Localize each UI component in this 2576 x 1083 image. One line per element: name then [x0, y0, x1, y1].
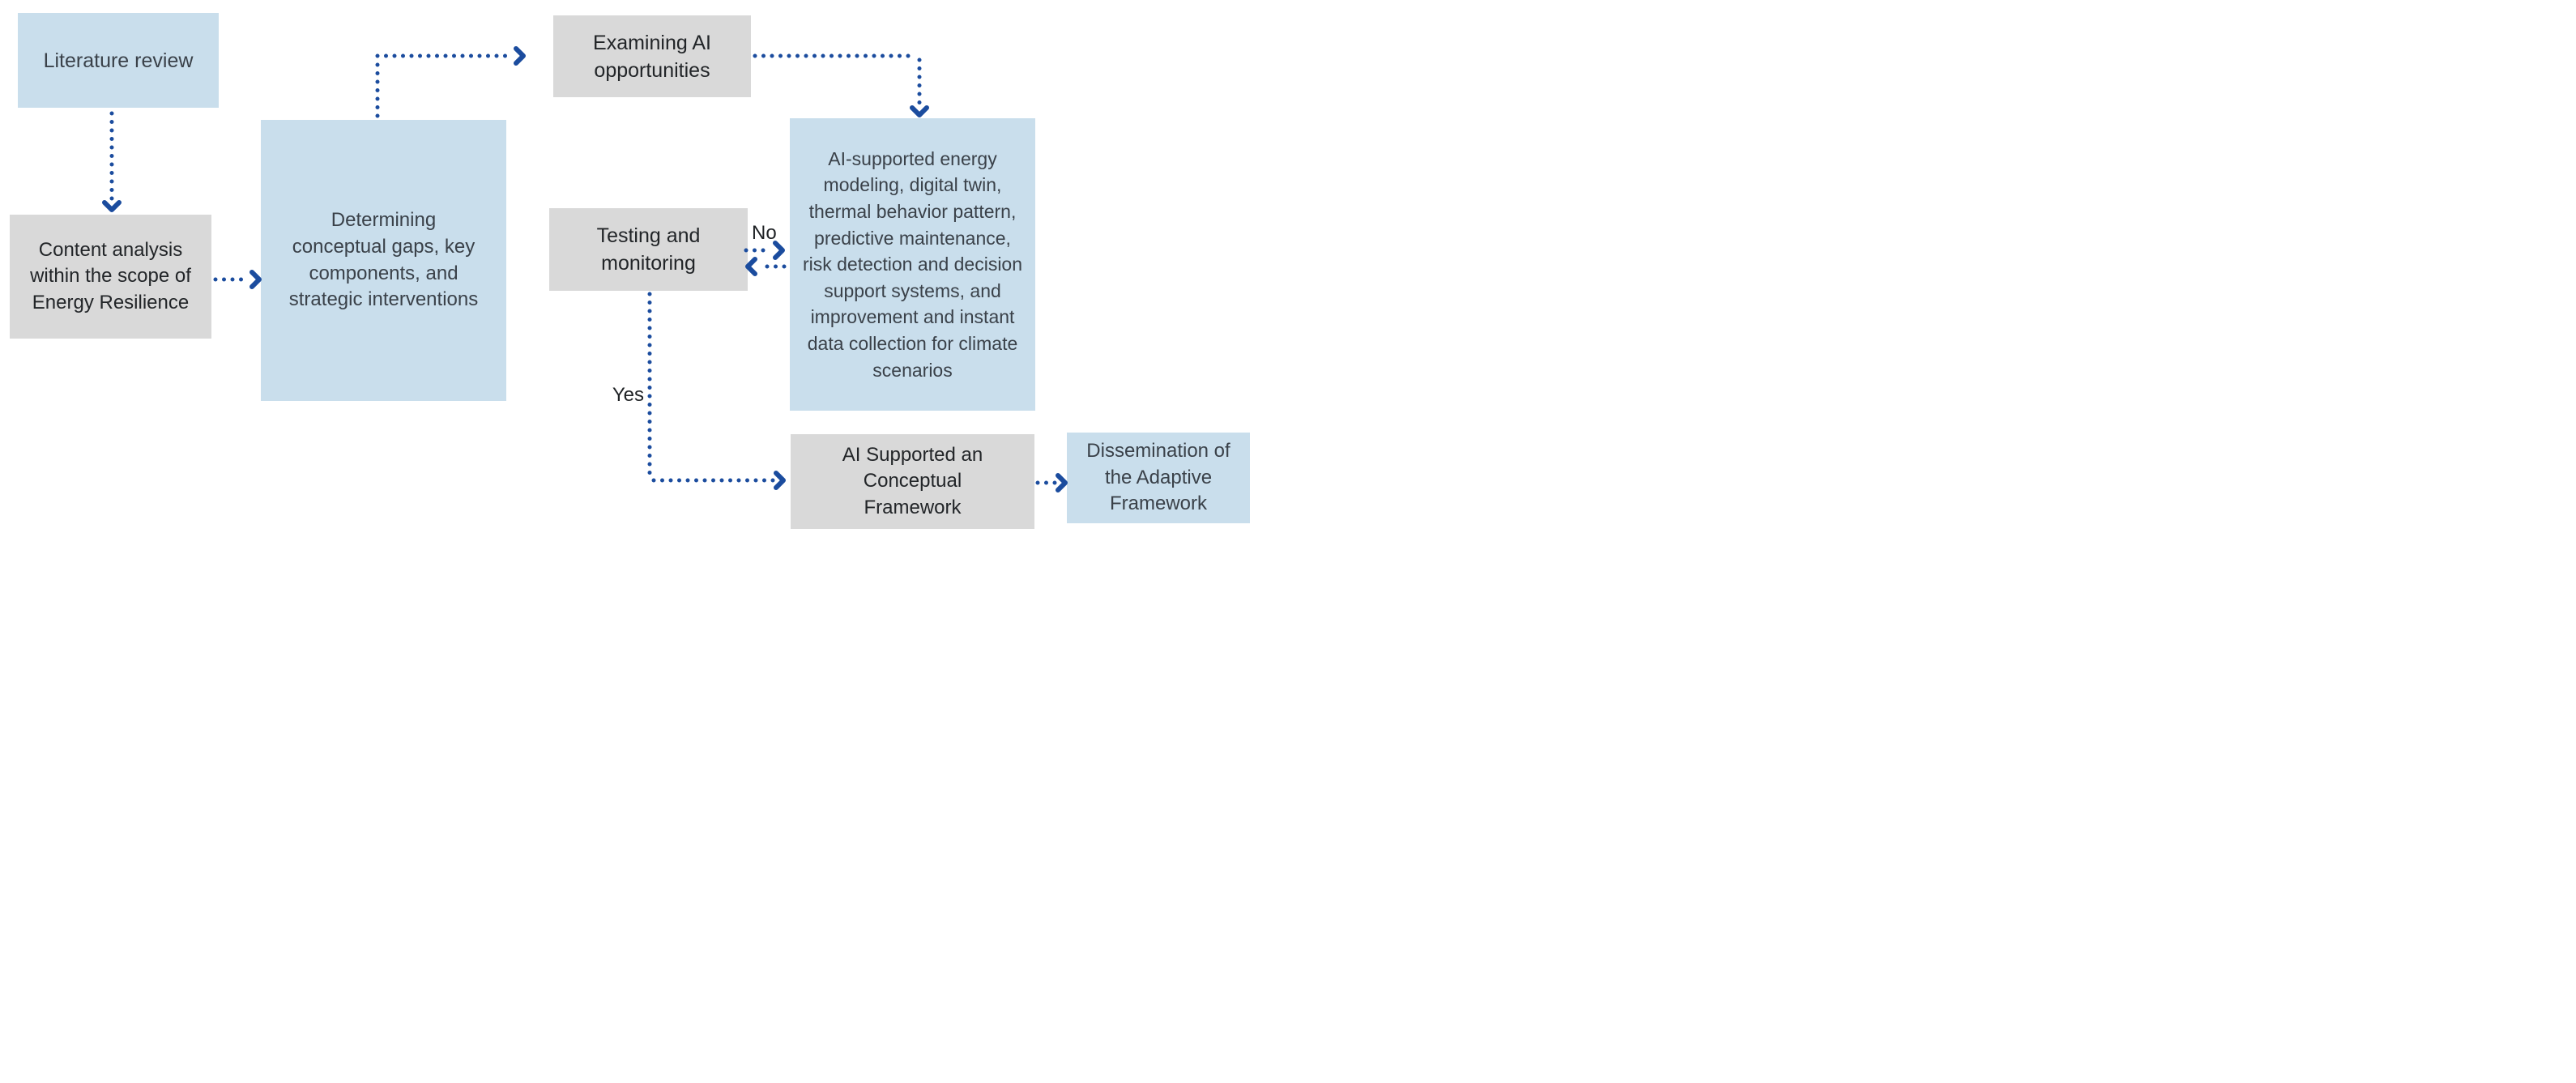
node-ai-supported-conceptual-framework-label: AI Supported an Conceptual Framework	[842, 443, 983, 518]
arrow-testing-to-capabilities-no	[744, 241, 785, 260]
arrow-framework-to-dissemination	[1035, 473, 1068, 492]
node-determining-gaps: Determining conceptual gaps, key compone…	[261, 120, 506, 401]
arrow-content-to-determining	[213, 270, 262, 289]
node-testing-and-monitoring: Testing and monitoring	[549, 208, 748, 291]
node-ai-supported-conceptual-framework: AI Supported an Conceptual Framework	[791, 434, 1034, 529]
flowchart-canvas: Literature review Content analysis withi…	[0, 0, 1288, 542]
node-dissemination-adaptive-framework: Dissemination of the Adaptive Framework	[1067, 433, 1250, 523]
arrow-literature-to-content	[102, 111, 122, 212]
arrow-capabilities-to-testing	[745, 257, 787, 276]
edge-label-no: No	[752, 222, 777, 244]
arrow-determining-to-examining	[375, 46, 526, 118]
node-testing-and-monitoring-label: Testing and monitoring	[596, 224, 701, 275]
node-examining-ai-opportunities-label: Examining AI opportunities	[593, 31, 711, 82]
node-ai-supported-capabilities-label: AI-supported energy modeling, digital tw…	[802, 147, 1023, 381]
node-examining-ai-opportunities: Examining AI opportunities	[553, 15, 751, 97]
arrow-examining-to-capabilities	[753, 53, 929, 117]
arrow-testing-to-framework-yes	[647, 292, 786, 490]
node-dissemination-adaptive-framework-label: Dissemination of the Adaptive Framework	[1086, 440, 1230, 515]
node-content-analysis-label: Content analysis within the scope of Ene…	[30, 238, 191, 313]
node-determining-gaps-label: Determining conceptual gaps, key compone…	[288, 209, 479, 311]
node-content-analysis: Content analysis within the scope of Ene…	[10, 215, 211, 339]
node-ai-supported-capabilities: AI-supported energy modeling, digital tw…	[790, 118, 1035, 411]
edge-label-yes: Yes	[612, 384, 644, 406]
node-literature-review-label: Literature review	[43, 49, 194, 72]
node-literature-review: Literature review	[18, 13, 219, 108]
